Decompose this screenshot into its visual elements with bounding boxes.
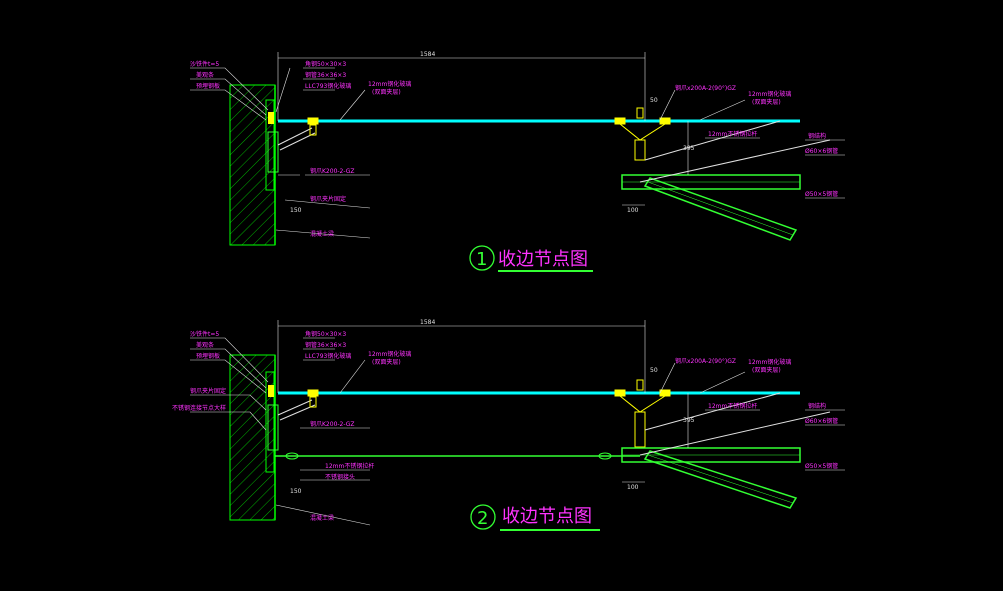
detail-1-rod-label: 12mm不锈钢拉杆 xyxy=(708,130,757,138)
detail-1-bolt-label: 钢爪K200-2-GZ xyxy=(310,167,355,175)
detail-2-glass-sub-right: (双面夹层) xyxy=(752,366,781,374)
detail-1-pipe1-label: 钢结构 xyxy=(808,132,826,140)
detail-2-left-label-3: 预埋钢板 xyxy=(196,352,220,360)
detail-2-rod-sub-low: 不锈钢接头 xyxy=(325,473,355,481)
detail-2-number: 2 xyxy=(477,508,488,529)
detail-1-dim-100: 100 xyxy=(627,207,639,214)
diagonal-pipe-2 xyxy=(643,450,798,509)
angle-steel-1 xyxy=(268,112,274,124)
detail-1-dim-vertical: 395 xyxy=(683,145,695,152)
detail-2-pipe3-label: Ø50×5钢管 xyxy=(805,462,838,470)
detail-1-dim-50: 50 xyxy=(650,97,658,104)
detail-1-number: 1 xyxy=(476,249,487,270)
detail-1-dim-150: 150 xyxy=(290,207,302,214)
detail-2-glass-label: 12mm钢化玻璃 xyxy=(368,350,411,358)
detail-2-bolt-label: 钢爪K200-2-GZ xyxy=(310,420,355,428)
detail-1-pipe2-label: Ø60×6钢管 xyxy=(805,147,838,155)
detail-1-title: 收边节点图 xyxy=(498,249,588,270)
detail-1-left-label-3: 预埋钢板 xyxy=(196,82,220,90)
detail-1-left-label-1: 沙铁件t=5 xyxy=(190,60,219,68)
detail-2-rod-label: 12mm不锈钢拉杆 xyxy=(708,402,757,410)
spider-fitting-right-1 xyxy=(614,107,671,161)
embedded-plate-1 xyxy=(265,99,275,191)
detail-2-dim-150: 150 xyxy=(290,488,302,495)
spider-fitting-right-2 xyxy=(614,379,671,448)
detail-2-dim-50: 50 xyxy=(650,367,658,374)
detail-2-left-label-2: 美观条 xyxy=(196,341,214,349)
detail-2-span-dim: 1584 xyxy=(420,319,435,326)
detail-1-top-label-3: LLC793钢化玻璃 xyxy=(305,82,351,90)
detail-2: 2 收边节点图 1584 沙铁件t=5 美观条 预埋钢板 钢爪夹片固定 不锈钢连… xyxy=(172,319,845,531)
detail-1-anchor-label: 钢爪夹片固定 xyxy=(310,195,346,203)
detail-1-left-label-2: 美观条 xyxy=(196,71,214,79)
spider-arm-1 xyxy=(277,127,313,146)
detail-1-mid-label: 钢爪x200A-2(90°)GZ xyxy=(675,84,736,92)
detail-2-left-label-1: 沙铁件t=5 xyxy=(190,330,219,338)
detail-2-pipe1-label: 钢结构 xyxy=(808,402,826,410)
anchor-bracket-1 xyxy=(267,131,279,173)
anchor-bracket-2 xyxy=(267,404,279,451)
detail-1-top-label-1: 角钢50×30×3 xyxy=(305,60,346,68)
detail-2-title: 收边节点图 xyxy=(502,506,592,527)
detail-2-mid-label: 钢爪x200A-2(90°)GZ xyxy=(675,357,736,365)
tension-rod-1 xyxy=(644,120,781,161)
detail-2-top-label-1: 角钢50×30×3 xyxy=(305,330,346,338)
detail-1-top-label-2: 钢管36×36×3 xyxy=(305,71,346,79)
detail-2-pipe2-label: Ø60×6钢管 xyxy=(805,417,838,425)
embedded-plate-2 xyxy=(265,371,275,473)
detail-1-glass-label-right: 12mm钢化玻璃 xyxy=(748,90,791,98)
detail-2-rod-label-low: 12mm不锈钢拉杆 xyxy=(325,462,374,470)
detail-2-dim-vertical: 395 xyxy=(683,417,695,424)
detail-1-pipe3-label: Ø50×5钢管 xyxy=(805,190,838,198)
detail-2-extra-left-1: 钢爪夹片固定 xyxy=(190,387,226,395)
detail-1-glass-label: 12mm钢化玻璃 xyxy=(368,80,411,88)
detail-2-glass-label-right: 12mm钢化玻璃 xyxy=(748,358,791,366)
tension-rod-2 xyxy=(644,392,781,431)
detail-2-top-label-3: LLC793钢化玻璃 xyxy=(305,352,351,360)
detail-1-wall-label: 混凝土梁 xyxy=(310,230,334,238)
spider-fitting-left-2 xyxy=(307,389,319,408)
detail-2-dim-100: 100 xyxy=(627,484,639,491)
detail-1: 1 收边节点图 1584 沙铁件t=5 美观条 预埋钢板 角钢50×30×3 钢… xyxy=(190,51,845,272)
diagonal-pipe-1 xyxy=(643,177,798,241)
detail-2-wall-label: 混凝土梁 xyxy=(310,514,334,522)
detail-2-extra-left-2: 不锈钢连接节点大样 xyxy=(172,404,226,412)
detail-1-span-dim: 1584 xyxy=(420,51,435,58)
detail-2-top-label-2: 钢管36×36×3 xyxy=(305,341,346,349)
detail-1-glass-sub: (双面夹层) xyxy=(372,88,401,96)
angle-steel-2 xyxy=(268,385,274,397)
detail-2-glass-sub: (双面夹层) xyxy=(372,358,401,366)
detail-1-glass-sub-right: (双面夹层) xyxy=(752,98,781,106)
spider-fitting-left-1 xyxy=(307,117,319,136)
